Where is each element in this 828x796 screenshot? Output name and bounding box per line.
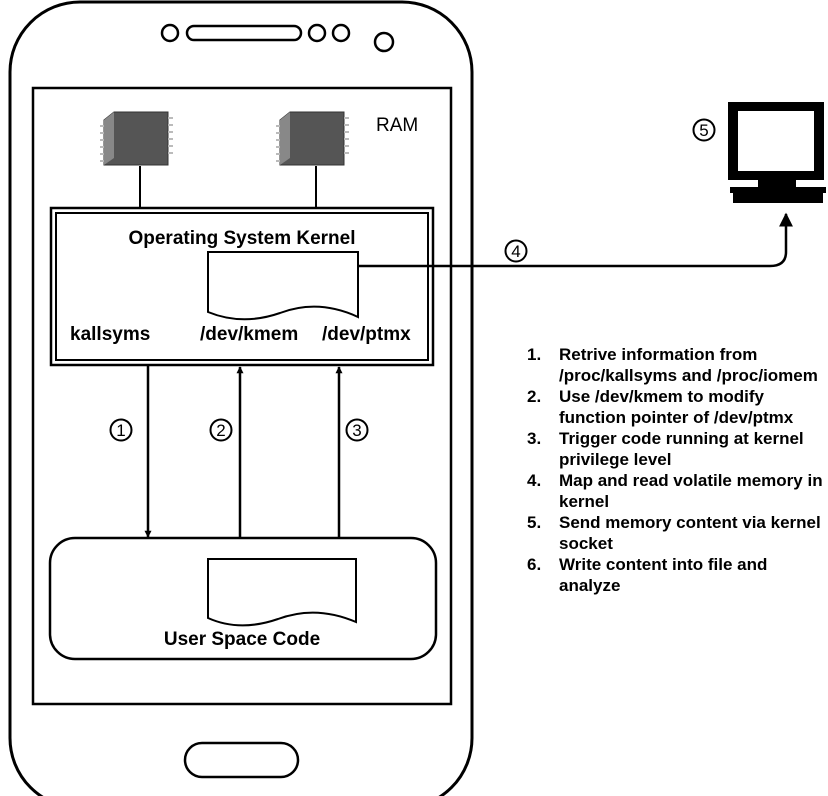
step-item-6: 6. Write content into file and analyze [527, 554, 827, 596]
step-number: 6. [527, 555, 542, 574]
step-text: Retrive information from /proc/kallsyms … [559, 345, 818, 385]
marker-1: 1 [109, 418, 133, 442]
user-space-title: User Space Code [164, 629, 320, 650]
marker-2: 2 [209, 418, 233, 442]
step-number: 2. [527, 387, 542, 406]
step-text: Use /dev/kmem to modify function pointer… [559, 387, 794, 427]
step-item-4: 4. Map and read volatile memory in kernel [527, 470, 827, 512]
step-item-5: 5. Send memory content via kernel socket [527, 512, 827, 554]
kallsyms-label: kallsyms [70, 324, 150, 345]
step-item-3: 3. Trigger code running at kernel privile… [527, 428, 827, 470]
phone-front-camera [373, 31, 395, 53]
step-number: 3. [527, 429, 542, 448]
kernel-title: Operating System Kernel [128, 228, 355, 249]
marker-4: 4 [504, 239, 528, 263]
steps-list: 1. Retrive information from /proc/kallsym… [527, 344, 827, 596]
svg-text:3: 3 [352, 421, 361, 440]
step-number: 1. [527, 345, 542, 364]
user-space-document-icon [207, 558, 357, 627]
step-text: Trigger code running at kernel privilege… [559, 429, 804, 469]
svg-text:2: 2 [216, 421, 225, 440]
step-number: 4. [527, 471, 542, 490]
phone-home-button[interactable] [183, 741, 300, 779]
phone-sensor-1 [307, 23, 327, 43]
computer-monitor-icon [728, 102, 826, 203]
svg-text:1: 1 [116, 421, 125, 440]
marker-5: 5 [692, 118, 716, 142]
phone-speaker [185, 24, 303, 42]
marker-3: 3 [345, 418, 369, 442]
step-item-2: 2. Use /dev/kmem to modify function point… [527, 386, 827, 428]
phone-sensor-2 [331, 23, 351, 43]
step-text: Send memory content via kernel socket [559, 513, 821, 553]
kernel-memory-document-icon [207, 251, 359, 321]
ram-chip-right-icon [276, 111, 349, 166]
svg-text:5: 5 [699, 121, 708, 140]
step-item-1: 1. Retrive information from /proc/kallsym… [527, 344, 827, 386]
svg-text:4: 4 [511, 242, 520, 261]
ram-label: RAM [376, 115, 418, 136]
step-number: 5. [527, 513, 542, 532]
ram-chip-left-icon [100, 111, 173, 166]
arrow-step-4-network [358, 212, 793, 268]
dev-kmem-label: /dev/kmem [200, 324, 298, 345]
phone-camera-left [160, 23, 180, 43]
step-text: Write content into file and analyze [559, 555, 768, 595]
step-text: Map and read volatile memory in kernel [559, 471, 823, 511]
dev-ptmx-label: /dev/ptmx [322, 324, 411, 345]
